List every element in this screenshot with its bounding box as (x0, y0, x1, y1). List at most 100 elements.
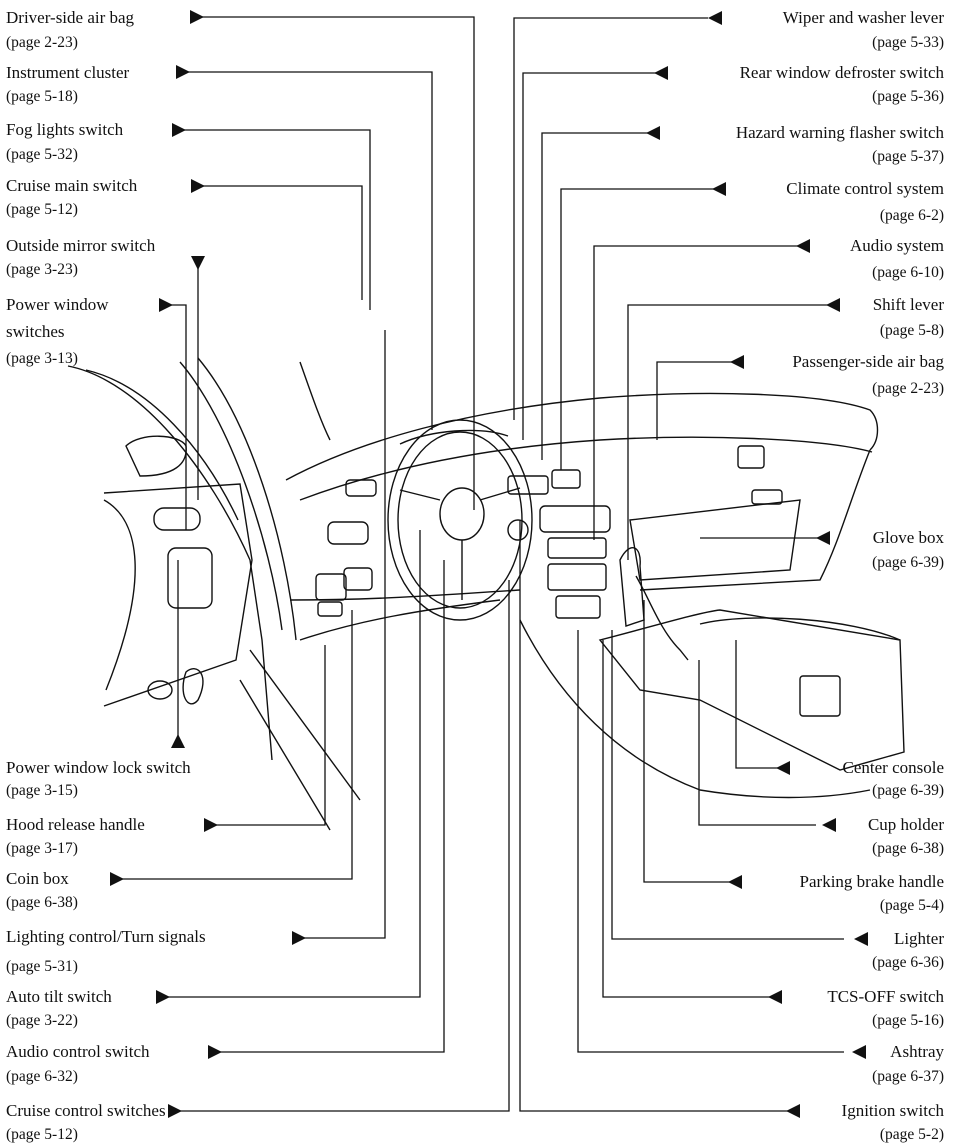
label-passenger-side-air-bag: Passenger-side air bag (792, 352, 944, 371)
label-power-window-lock-switch: Power window lock switch (6, 758, 191, 777)
leader-fog-lights (184, 129, 371, 310)
door-panel (103, 483, 253, 707)
arrow-rear-defroster (654, 66, 668, 80)
page-shift-lever: (page 5-8) (879, 322, 944, 339)
page-lighter: (page 6-36) (872, 954, 944, 971)
arrow-hazard (646, 126, 660, 140)
dashboard-top (285, 392, 879, 481)
leader-rear-defroster (522, 72, 662, 440)
label-parking-brake-handle: Parking brake handle (799, 872, 944, 891)
page-ignition-switch: (page 5-2) (879, 1126, 944, 1143)
leader-wiper (513, 17, 708, 420)
label-rear-window-defroster: Rear window defroster switch (739, 63, 944, 82)
label-hood-release-handle: Hood release handle (6, 815, 145, 834)
side-mirror (125, 435, 187, 477)
arrow-parking-brake (728, 875, 742, 889)
parking-brake (635, 575, 689, 661)
arrow-tcs-off (768, 990, 782, 1004)
label-power-window: Power window (6, 295, 109, 314)
label-auto-tilt-switch: Auto tilt switch (6, 987, 112, 1006)
arrow-power-window (159, 298, 173, 312)
glove-box-outline (629, 499, 801, 581)
climate-unit (547, 563, 607, 591)
page-instrument-cluster: (page 5-18) (6, 88, 78, 105)
label-lighting-control: Lighting control/Turn signals (6, 927, 206, 946)
label-ignition-switch: Ignition switch (841, 1101, 944, 1120)
page-coin-box: (page 6-38) (6, 894, 78, 911)
ignition-cylinder (507, 519, 529, 541)
leader-auto-tilt (168, 530, 421, 998)
label-coin-box: Coin box (6, 869, 69, 888)
arrow-cruise-control (168, 1104, 182, 1118)
leader-audio-control (220, 560, 445, 1053)
leader-passenger-air-bag (656, 361, 732, 440)
page-rear-window-defroster: (page 5-36) (872, 88, 944, 105)
leader-hazard (541, 132, 654, 460)
label-audio-system: Audio system (850, 236, 944, 255)
page-glove-box: (page 6-39) (872, 554, 944, 571)
arrow-center-console (776, 761, 790, 775)
page-outside-mirror-switch: (page 3-23) (6, 261, 78, 278)
arrow-auto-tilt (156, 990, 170, 1004)
page-cup-holder: (page 6-38) (872, 840, 944, 857)
page-parking-brake-handle: (page 5-4) (879, 897, 944, 914)
arrow-driver-air-bag (190, 10, 204, 24)
label-climate-control-system: Climate control system (786, 179, 944, 198)
leader-lighting-control (304, 330, 386, 939)
leader-power-window (171, 304, 187, 530)
page-fog-lights-switch: (page 5-32) (6, 146, 78, 163)
page-audio-control-switch: (page 6-32) (6, 1068, 78, 1085)
label-instrument-cluster: Instrument cluster (6, 63, 130, 82)
arrow-audio-system (796, 239, 810, 253)
arrow-instrument-cluster (176, 65, 190, 79)
leader-climate (560, 188, 720, 470)
leader-instrument-cluster (186, 71, 433, 430)
page-cruise-main-switch: (page 5-12) (6, 201, 78, 218)
leader-center-console (735, 640, 778, 769)
arrow-lighter (854, 932, 868, 946)
leader-driver-air-bag (200, 16, 475, 510)
page-center-console: (page 6-39) (872, 782, 944, 799)
arrow-glove-box (816, 531, 830, 545)
label-audio-control-switch: Audio control switch (6, 1042, 150, 1061)
arrow-lighting-control (292, 931, 306, 945)
label-fog-lights-switch: Fog lights switch (6, 120, 124, 139)
leader-cruise-main (203, 185, 363, 300)
label-cup-holder: Cup holder (867, 815, 944, 834)
audio-unit (547, 537, 607, 559)
page-hood-release-handle: (page 3-17) (6, 840, 78, 857)
label-wiper-washer-lever: Wiper and washer lever (782, 8, 944, 27)
ashtray-box (555, 595, 601, 619)
arrow-cruise-main (191, 179, 205, 193)
page-climate-control-system: (page 6-2) (879, 207, 944, 224)
page-power-window: (page 3-13) (6, 350, 78, 367)
page-cruise-control-switches: (page 5-12) (6, 1126, 78, 1143)
leader-parking-brake (643, 600, 730, 883)
label-tcs-off-switch: TCS-OFF switch (827, 987, 944, 1006)
leader-ignition (519, 520, 788, 1112)
leader-coin-box (121, 610, 353, 880)
leader-shift-lever (627, 304, 829, 560)
arrow-power-window-lock (171, 734, 185, 748)
steering-wheel (387, 419, 533, 621)
arrow-wiper (708, 11, 722, 25)
label-cruise-control-switches: Cruise control switches (6, 1101, 166, 1120)
center-stack-vents (539, 505, 611, 533)
label-lighter: Lighter (893, 929, 944, 948)
arrow-ignition (786, 1104, 800, 1118)
label-ashtray: Ashtray (890, 1042, 944, 1061)
label-power-window-line2: switches (6, 322, 65, 341)
leader-cup-holder (698, 660, 816, 826)
leader-hood-release (216, 645, 326, 826)
label-glove-box: Glove box (872, 528, 944, 547)
label-driver-side-air-bag: Driver-side air bag (6, 8, 135, 27)
page-power-window-lock-switch: (page 3-15) (6, 782, 78, 799)
arrow-passenger-air-bag (730, 355, 744, 369)
label-outside-mirror-switch: Outside mirror switch (6, 236, 156, 255)
arrow-coin-box (110, 872, 124, 886)
arrow-hood-release (204, 818, 218, 832)
page-auto-tilt-switch: (page 3-22) (6, 1012, 78, 1029)
label-hazard-warning-flasher: Hazard warning flasher switch (735, 123, 944, 142)
